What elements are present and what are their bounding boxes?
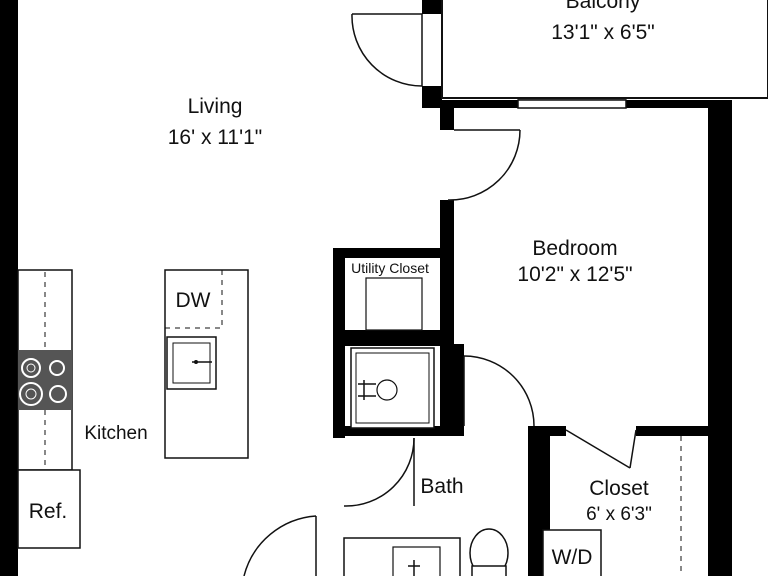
water-heater [365, 277, 423, 331]
bath-door [463, 355, 535, 427]
utility-closet [350, 277, 435, 429]
wall-bedroom-left-lower [440, 248, 454, 344]
kitchen-sink [166, 336, 217, 390]
balcony-dims: 13'1" x 6'5" [551, 21, 655, 44]
entry-door [243, 515, 317, 576]
wall-bath-right [440, 344, 464, 428]
bedroom-door [447, 129, 521, 201]
closet-dims: 6' x 6'3" [586, 504, 652, 525]
doors [243, 13, 637, 576]
balcony [441, 0, 768, 109]
bath-label: Bath [420, 475, 463, 498]
balcony-outline [441, 0, 768, 99]
living-label: Living [188, 95, 243, 118]
wall-bedroom-left [440, 200, 454, 248]
wall-right-exterior [708, 100, 732, 576]
burner-icon [49, 385, 67, 403]
balcony-door [351, 13, 423, 87]
wall-bedroom-bottom-right [636, 426, 708, 436]
wall-utility-bottom [333, 330, 454, 346]
wall-utility-top [333, 248, 454, 258]
kitchen [17, 269, 249, 549]
burner-icon [19, 382, 43, 406]
wall-left-exterior [0, 0, 18, 576]
bedroom-window [517, 99, 627, 109]
vanity [343, 537, 461, 576]
wall-bedroom-bottom-left [540, 426, 566, 436]
burner-icon [21, 358, 41, 378]
kitchen-label: Kitchen [84, 423, 147, 444]
toilet-tank [471, 565, 507, 576]
bedroom-dims: 10'2" x 12'5" [517, 263, 632, 286]
balcony-label: Balcony [566, 0, 641, 13]
toilet [469, 528, 509, 576]
wall-bedroom-top-left [422, 100, 518, 108]
living-dims: 16' x 11'1" [168, 126, 262, 149]
bath-sink [392, 546, 441, 576]
labels: Balcony 13'1" x 6'5" Living 16' x 11'1" … [29, 0, 655, 569]
refrigerator [17, 469, 81, 549]
wall-bedroom-top-right [626, 100, 708, 108]
closet-label: Closet [589, 477, 649, 500]
wall-bath-top [333, 426, 464, 436]
washer-dryer [542, 529, 602, 576]
dishwasher-label: DW [176, 289, 211, 312]
wall-balcony-jamb-top [422, 0, 442, 14]
washer-dryer-label: W/D [552, 546, 593, 569]
refrigerator-label: Ref. [29, 500, 68, 523]
bedroom-label: Bedroom [532, 237, 617, 260]
wall-entry-stub [440, 108, 454, 130]
shower-drain [376, 379, 398, 401]
utility-closet-label: Utility Closet [351, 260, 429, 276]
bath-fixtures [343, 528, 509, 576]
closet-door [565, 429, 637, 469]
utility-to-bath-door [343, 437, 415, 507]
closet [542, 436, 682, 576]
shower-stall [350, 347, 435, 429]
burner-icon [49, 360, 65, 376]
